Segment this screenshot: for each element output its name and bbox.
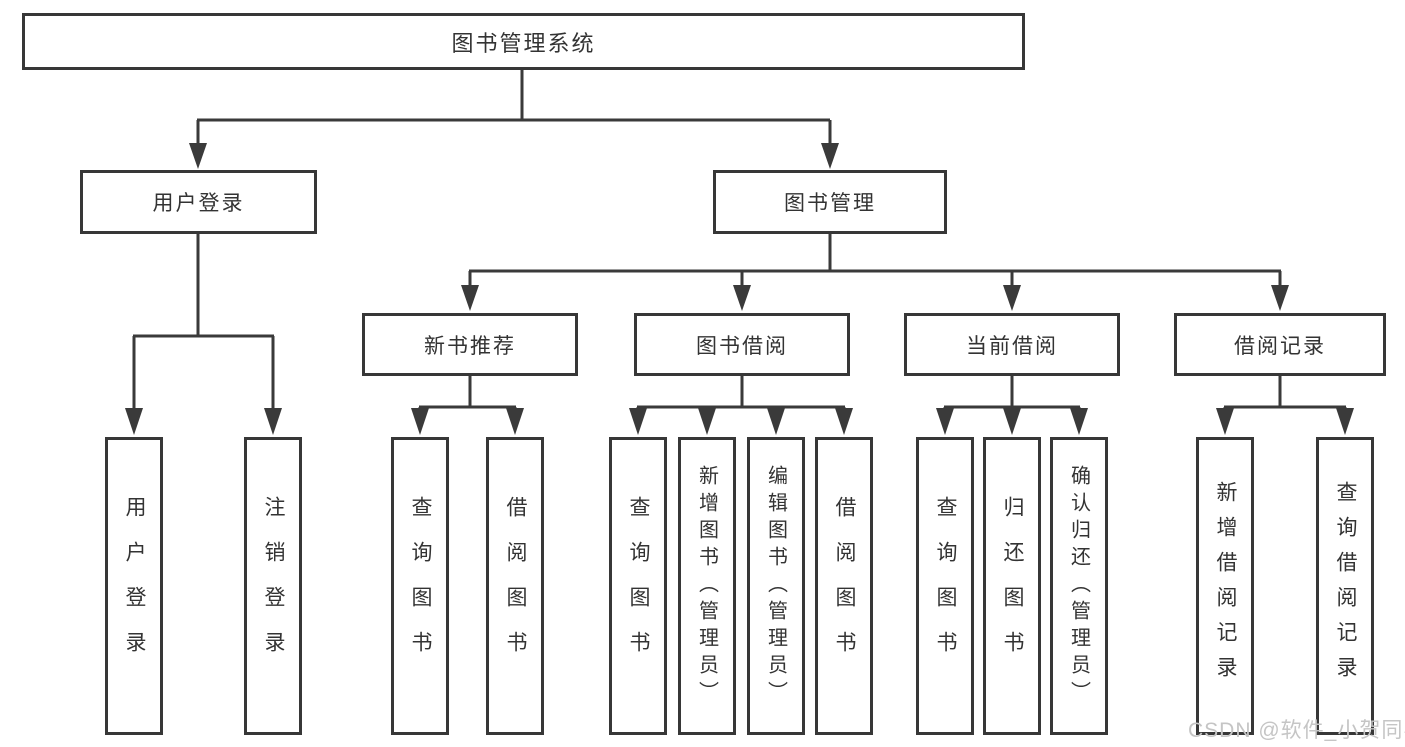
node-book-management: 图书管理	[713, 170, 947, 234]
leaf-borrowing-edit-books-admin: 编辑图书（管理员）	[747, 437, 805, 735]
arrowheads	[125, 143, 1354, 435]
leaf-borrowing-add-books-admin: 新增图书（管理员）	[678, 437, 736, 735]
leaf-borrowing-query-books: 查询图书	[609, 437, 667, 735]
leaf-records-query-borrow-record: 查询借阅记录	[1316, 437, 1374, 735]
node-book-borrowing: 图书借阅	[634, 313, 850, 376]
leaf-newbook-query-books: 查询图书	[391, 437, 449, 735]
node-library-management-system: 图书管理系统	[22, 13, 1025, 70]
leaf-borrowing-borrow-books: 借阅图书	[815, 437, 873, 735]
leaf-current-query-books: 查询图书	[916, 437, 974, 735]
node-user-login: 用户登录	[80, 170, 317, 234]
node-new-book-recommendation: 新书推荐	[362, 313, 578, 376]
leaf-logout: 注销登录	[244, 437, 302, 735]
leaf-current-confirm-return-admin: 确认归还（管理员）	[1050, 437, 1108, 735]
node-borrowing-records: 借阅记录	[1174, 313, 1386, 376]
leaf-records-add-borrow-record: 新增借阅记录	[1196, 437, 1254, 735]
leaf-current-return-books: 归还图书	[983, 437, 1041, 735]
csdn-watermark: CSDN @软件_小贺同学	[1188, 719, 1405, 742]
leaf-newbook-borrow-books: 借阅图书	[486, 437, 544, 735]
node-current-borrowing: 当前借阅	[904, 313, 1120, 376]
leaf-user-login: 用户登录	[105, 437, 163, 735]
